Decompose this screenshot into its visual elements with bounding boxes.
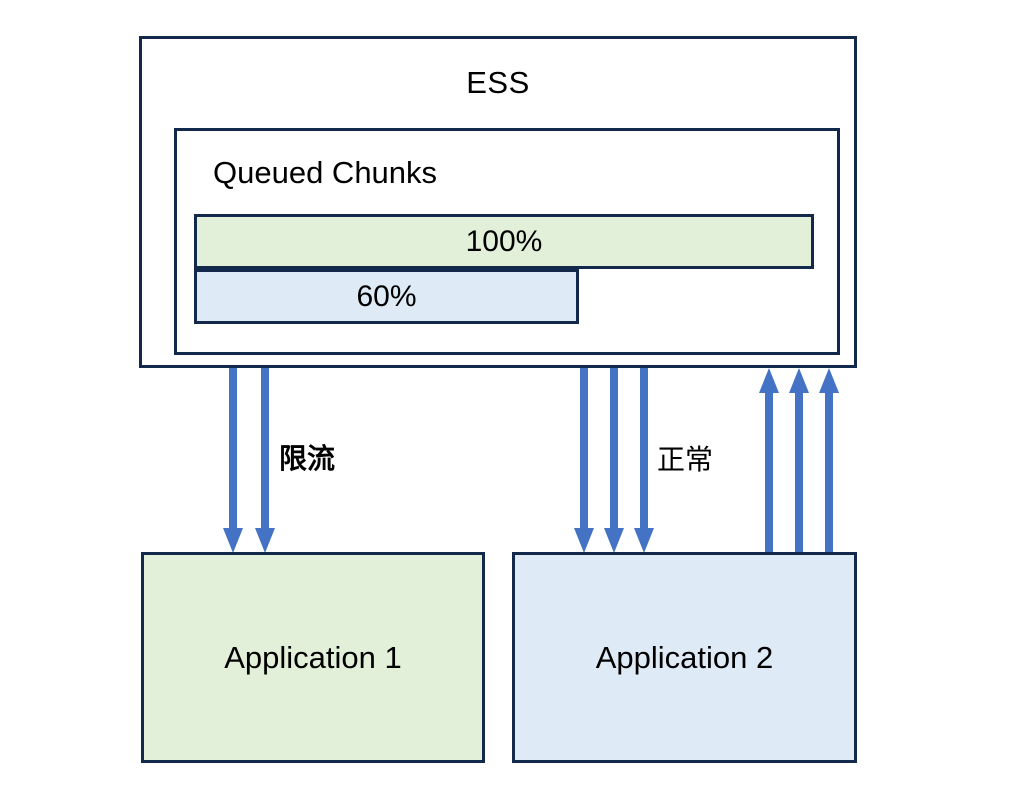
queue-bar-60-label: 60%: [356, 279, 417, 313]
arrow-down-ess-to-app2-c: [633, 368, 655, 554]
application-2-label: Application 2: [595, 639, 774, 675]
arrow-down-ess-to-app2-b: [603, 368, 625, 554]
application-1-label: Application 1: [224, 639, 402, 675]
arrow-up-app2-to-ess-c: [818, 368, 840, 554]
arrow-down-ess-to-app2-a: [573, 368, 595, 554]
queued-chunks-title: Queued Chunks: [213, 155, 438, 190]
arrow-down-ess-to-app1-a: [222, 368, 244, 554]
queue-bar-100: 100%: [194, 214, 814, 269]
queue-bar-60: 60%: [194, 269, 579, 324]
ess-title: ESS: [466, 65, 530, 100]
arrow-down-ess-to-app1-b: [254, 368, 276, 554]
flow-label-throttled: 限流: [279, 443, 336, 474]
flow-label-normal: 正常: [657, 444, 714, 475]
arrow-up-app2-to-ess-b: [788, 368, 810, 554]
application-1-box: Application 1: [141, 552, 485, 763]
ess-container: ESS Queued Chunks 100% 60%: [139, 36, 857, 368]
queue-bar-100-label: 100%: [465, 224, 543, 258]
queued-chunks-container: Queued Chunks 100% 60%: [174, 128, 840, 355]
application-2-box: Application 2: [512, 552, 857, 763]
arrow-up-app2-to-ess-a: [758, 368, 780, 554]
